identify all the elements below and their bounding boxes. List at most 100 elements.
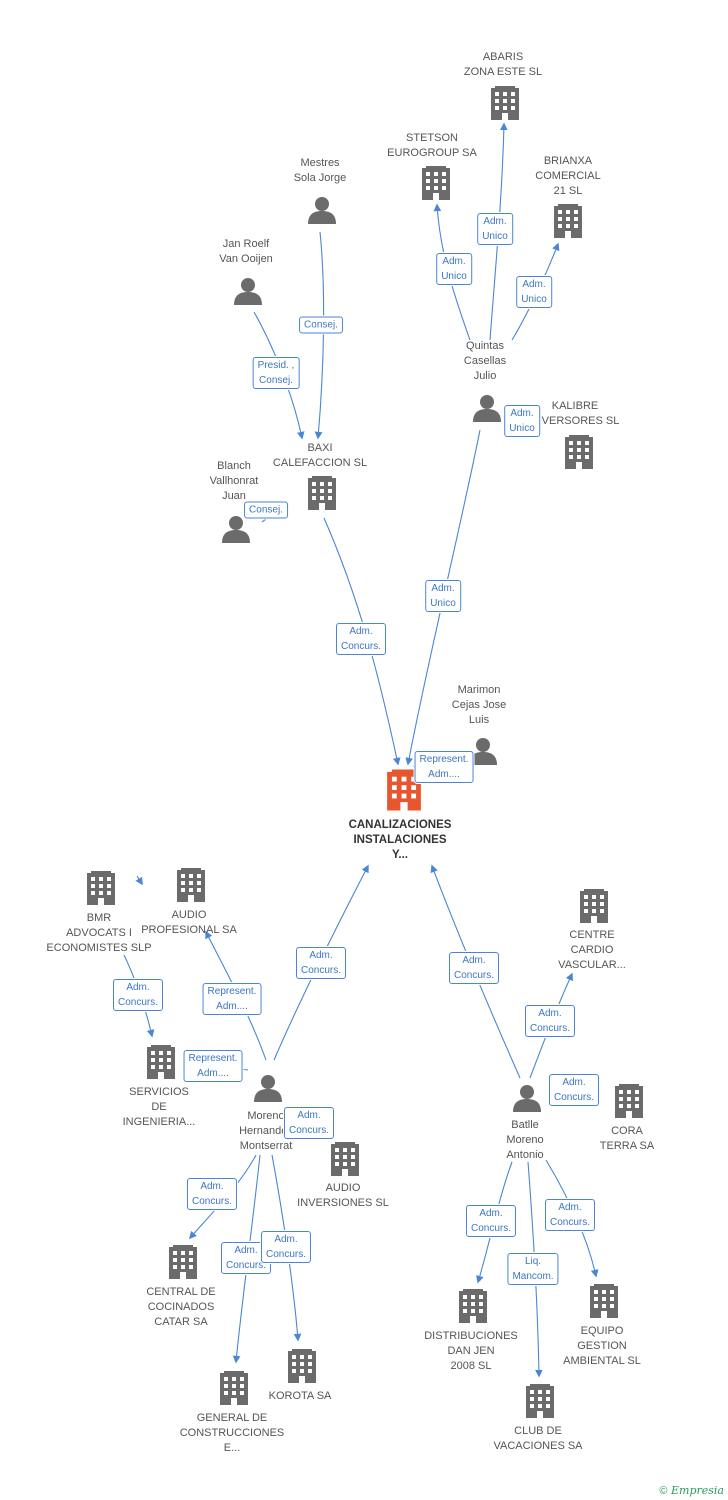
node-label-line: DE	[151, 1101, 167, 1113]
edge-label-marimon-to-center[interactable]: Represent.Adm....	[414, 751, 474, 783]
edge-label-quintas-to-brianxa[interactable]: Adm.Unico	[516, 276, 552, 308]
building-icon-equipo[interactable]	[590, 1284, 618, 1318]
node-label-line: GENERAL DE	[196, 1412, 268, 1424]
building-icon-centralcoc[interactable]	[169, 1245, 197, 1279]
watermark[interactable]: © Empresia	[659, 1484, 724, 1497]
building-icon-brianxa[interactable]	[554, 204, 582, 238]
edge-label-moreno-to-servicios[interactable]: Represent.Adm....	[183, 1050, 243, 1082]
edge-label-batlle-to-center[interactable]: Adm.Concurs.	[448, 952, 500, 984]
edge-label-moreno-to-audioinv[interactable]: Adm.Concurs.	[283, 1107, 335, 1139]
edge-label-line: Concurs.	[340, 641, 382, 652]
edge-label-batlle-to-coraterra[interactable]: Adm.Concurs.	[548, 1074, 600, 1106]
node-label-line: BMR	[86, 912, 112, 924]
edge-bmr-to-audioprof	[135, 875, 143, 886]
person-icon-blanch[interactable]	[222, 516, 250, 543]
person-icon-mestres[interactable]	[308, 197, 336, 224]
brand-name: Empresia	[671, 1484, 724, 1497]
node-label-line: INVERSORES SL	[530, 415, 620, 427]
building-icon-kalibre[interactable]	[565, 435, 593, 469]
node-label-line: Julio	[473, 370, 497, 382]
person-icon-quintas[interactable]	[473, 395, 501, 422]
edge-label-line: Unico	[509, 423, 535, 434]
building-icon-general[interactable]	[220, 1371, 248, 1405]
edge-label-line: Adm.	[538, 1008, 562, 1019]
building-icon-coraterra[interactable]	[615, 1084, 643, 1118]
edge-label-quintas-to-kalibre[interactable]: Adm. Unico	[504, 405, 540, 437]
building-icon-baxi[interactable]	[308, 476, 336, 510]
node-label-line: ABARIS	[482, 51, 524, 63]
building-icon-audioprof[interactable]	[177, 868, 205, 902]
edge-label-line: Concurs.	[191, 1196, 233, 1207]
edge-label-baxi-to-center[interactable]: Adm.Concurs.	[335, 623, 387, 655]
person-icon-moreno[interactable]	[254, 1075, 282, 1102]
edge-label-moreno-to-center[interactable]: Adm.Concurs.	[295, 947, 347, 979]
building-icon-bmr[interactable]	[87, 871, 115, 905]
edge-label-blanch-to-baxi[interactable]: Consej.	[244, 501, 288, 519]
edge-label-bmr-to-servicios[interactable]: Adm.Concurs.	[112, 979, 164, 1011]
person-icon-janroelf[interactable]	[234, 278, 262, 305]
edge-label-line: Unico	[521, 294, 547, 305]
node-label-line: AMBIENTAL SL	[563, 1355, 641, 1367]
building-icon-servicios[interactable]	[147, 1045, 175, 1079]
edge-label-moreno-to-korota[interactable]: Adm.Concurs.	[260, 1231, 312, 1263]
edge-label-moreno-to-centralcoc[interactable]: Adm.Concurs.	[186, 1178, 238, 1210]
edge-label-line: Mancom.	[512, 1271, 554, 1282]
edge-label-line: Concurs.	[549, 1217, 591, 1228]
node-label-line: Casellas	[463, 355, 507, 367]
building-icon-abaris[interactable]	[491, 86, 519, 120]
node-label-korota[interactable]: KOROTA SA	[269, 1389, 332, 1404]
edge-label-moreno-to-audioprof[interactable]: Represent.Adm....	[202, 983, 262, 1015]
edge-label-janroelf-to-baxi[interactable]: Presid. ,Consej.	[252, 357, 300, 389]
person-icon-batlle[interactable]	[513, 1085, 541, 1112]
edge-label-line: Consej.	[259, 375, 293, 386]
edge-label-batlle-to-distribuciones[interactable]: Adm.Concurs.	[465, 1205, 517, 1237]
building-icon-club[interactable]	[526, 1384, 554, 1418]
edge-label-line: Adm.	[234, 1245, 258, 1256]
node-label-line: BAXI	[307, 442, 333, 454]
edge-label-line: Adm.	[510, 408, 534, 419]
node-label-line: CATAR SA	[154, 1316, 208, 1328]
edge-label-mestres-to-baxi[interactable]: Consej.	[299, 316, 343, 334]
edge-label-batlle-to-centrecardio[interactable]: Adm.Concurs.	[524, 1005, 576, 1037]
edge-label-batlle-to-equipo[interactable]: Adm.Concurs.	[544, 1199, 596, 1231]
edge-label-line: Adm.	[274, 1234, 298, 1245]
edge-label-quintas-to-abaris[interactable]: Adm.Unico	[477, 213, 513, 245]
edge-label-quintas-to-center[interactable]: Adm.Unico	[425, 580, 461, 612]
edge-label-line: Adm.	[562, 1077, 586, 1088]
building-icon-centrecardio[interactable]	[580, 889, 608, 923]
building-icon-audioinv[interactable]	[331, 1142, 359, 1176]
node-label-line: INSTALACIONES	[353, 834, 447, 846]
node-label-line: SERVICIOS	[129, 1086, 189, 1098]
node-label-kalibre[interactable]: KALIBRE INVERSORES SL	[531, 399, 620, 429]
building-icon-korota[interactable]	[288, 1349, 316, 1383]
edge-label-quintas-to-stetson[interactable]: Adm.Unico	[436, 253, 472, 285]
building-icon-distribuciones[interactable]	[459, 1289, 487, 1323]
edge-label-line: Adm.	[431, 583, 455, 594]
edge-label-batlle-to-club[interactable]: Liq.Mancom.	[507, 1253, 559, 1285]
building-icon-stetson[interactable]	[422, 166, 450, 200]
node-label-line: KALIBRE	[551, 400, 599, 412]
